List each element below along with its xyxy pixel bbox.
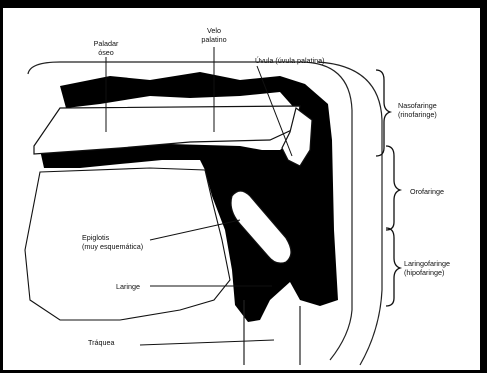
label-laringofaringe-2: (hipofaringe)	[404, 268, 444, 277]
label-epiglotis-2: (muy esquemática)	[82, 242, 143, 251]
orofaringe-brace	[386, 146, 400, 230]
laringofaringe-brace	[386, 228, 400, 306]
label-velo-palatino-2: palatino	[201, 35, 226, 44]
label-laringe: Laringe	[116, 282, 140, 291]
label-paladar-oseo-2: óseo	[98, 48, 114, 57]
label-velo-palatino-1: Velo	[207, 26, 221, 35]
label-orofaringe: Orofaringe	[410, 187, 444, 196]
label-epiglotis-1: Epiglotis	[82, 233, 110, 242]
traquea-leader	[140, 340, 274, 345]
label-laringofaringe-1: Laringofaringe	[404, 259, 450, 268]
label-paladar-oseo-1: Paladar	[94, 39, 119, 48]
label-nasofaringe-2: (rinofaringe)	[398, 110, 437, 119]
label-uvula: Úvula (úvula palatina)	[255, 56, 325, 65]
nasofaringe-brace	[376, 70, 390, 156]
label-nasofaringe-1: Nasofaringe	[398, 101, 437, 110]
label-traquea: Tráquea	[88, 338, 115, 347]
